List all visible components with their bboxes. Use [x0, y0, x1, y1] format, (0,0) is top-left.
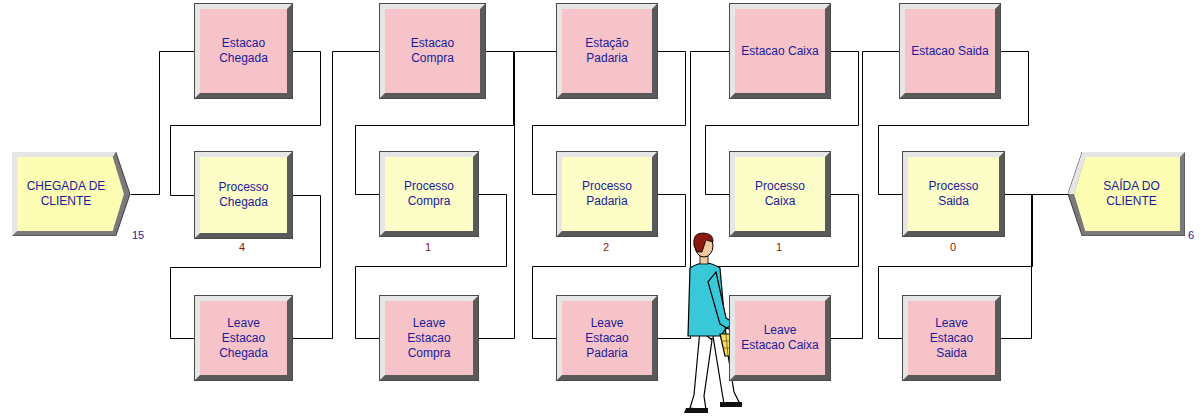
counter-number: 0 [949, 241, 957, 254]
station-box: Leave Estacao Caixa [730, 296, 830, 380]
station-box: Leave Estacao Compra [380, 296, 478, 380]
station-box: Estacao Chegada [195, 4, 292, 98]
counter-number: 15 [131, 229, 145, 242]
station-box: Leave Estacao Padaria [557, 296, 657, 380]
counter-number: 6 [1187, 229, 1195, 242]
module-label: Leave Estacao Caixa [735, 323, 825, 353]
process-box: Processo Saida [903, 152, 1004, 236]
module-label: Estacao Chegada [200, 36, 287, 66]
connector-line [1001, 195, 1069, 339]
module-label: Leave Estacao Compra [385, 316, 473, 361]
counter-number: 2 [602, 241, 610, 254]
connector-line [131, 52, 196, 195]
module-label: SAÍDA DO CLIENTE [1084, 179, 1179, 209]
process-box: Processo Compra [380, 152, 478, 236]
module-label: Leave Estacao Chegada [200, 316, 287, 361]
module-label: Estacao Compra [385, 36, 480, 66]
counter-number: 4 [238, 241, 246, 254]
process-box: Processo Caixa [730, 152, 830, 236]
create-module: CHEGADA DE CLIENTE [12, 152, 130, 236]
module-label: Leave Estacao Saida [908, 316, 995, 361]
station-box: Estacao Compra [380, 4, 485, 98]
module-label: Estacao Caixa [735, 44, 824, 59]
station-box: Estacao Caixa [730, 4, 830, 98]
module-label: Processo Padaria [562, 179, 652, 209]
counter-number: 1 [775, 241, 783, 254]
module-label: Processo Chegada [200, 180, 287, 210]
module-label: Processo Caixa [735, 179, 825, 209]
dispose-module: SAÍDA DO CLIENTE [1068, 152, 1185, 236]
module-label: Estação Padaria [562, 36, 652, 66]
station-box: Leave Estacao Saida [903, 296, 1000, 380]
module-label: Processo Saida [908, 179, 999, 209]
module-label: Leave Estacao Padaria [562, 316, 652, 361]
process-box: Processo Padaria [557, 152, 657, 236]
counter-number: 1 [424, 241, 432, 254]
station-box: Estacao Saida [900, 4, 1000, 98]
process-box: Processo Chegada [195, 152, 292, 238]
station-box: Estação Padaria [557, 4, 657, 98]
module-label: CHEGADA DE CLIENTE [18, 179, 114, 209]
module-label: Estacao Saida [905, 44, 994, 59]
module-label: Processo Compra [385, 179, 473, 209]
station-box: Leave Estacao Chegada [195, 296, 292, 380]
